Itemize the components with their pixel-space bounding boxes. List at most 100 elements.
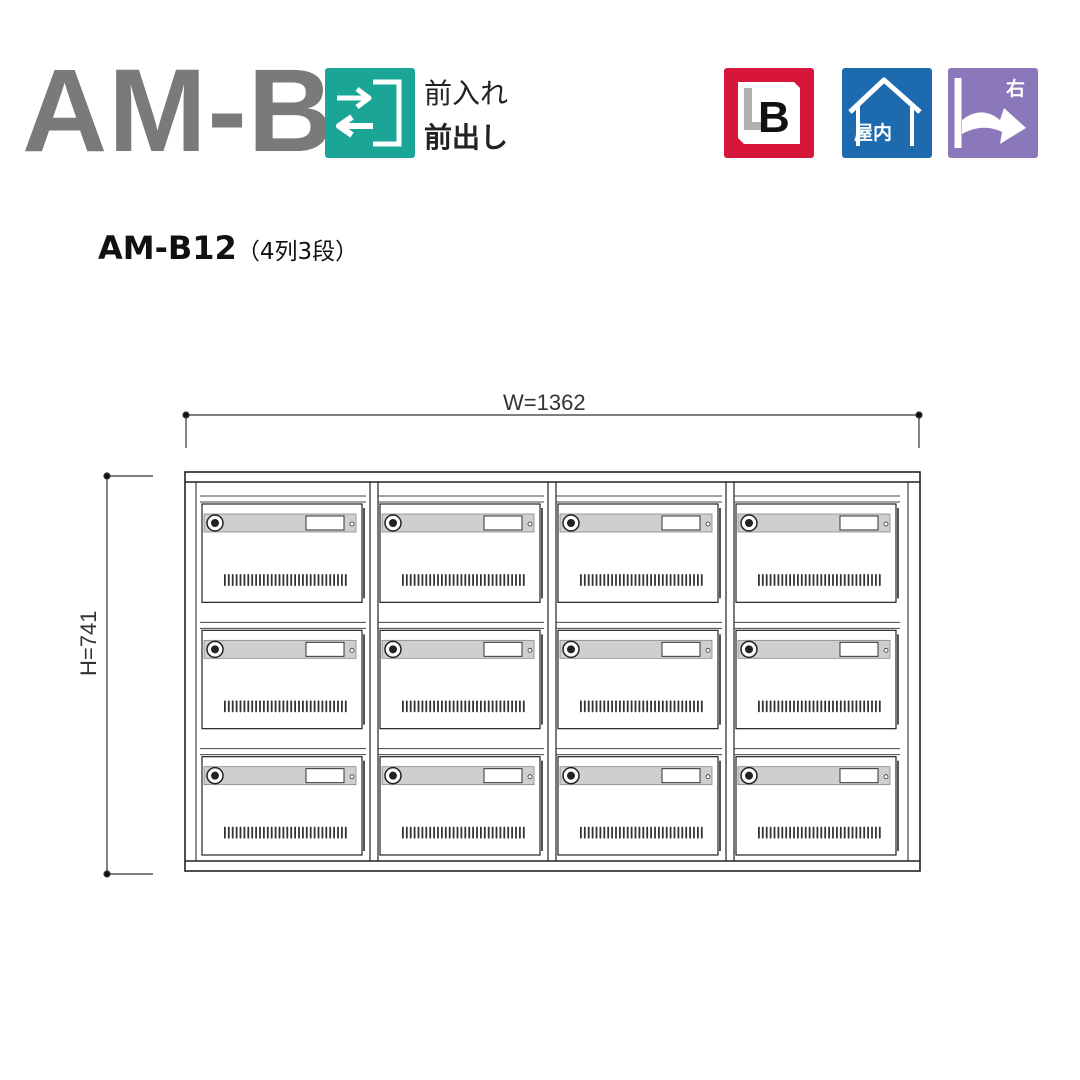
dial-lock-center xyxy=(745,645,753,654)
vent-slot xyxy=(591,574,594,586)
vent-slot xyxy=(329,574,332,586)
vent-slot xyxy=(607,700,610,713)
vent-slot xyxy=(622,700,625,713)
vent-slot xyxy=(437,700,439,713)
vent-slot xyxy=(341,700,343,713)
vent-slot xyxy=(599,700,602,713)
vent-slot xyxy=(302,700,304,713)
vent-slot xyxy=(468,826,471,839)
vent-slot xyxy=(329,700,332,713)
vent-slot xyxy=(337,574,339,586)
vent-slot xyxy=(591,700,594,713)
vent-slot xyxy=(820,700,823,713)
vent-slot xyxy=(441,826,443,839)
door-screw xyxy=(705,647,711,653)
vent-slot xyxy=(325,700,328,713)
dial-lock-center xyxy=(567,771,575,780)
vent-slot xyxy=(235,574,238,586)
vent-slot xyxy=(580,826,582,839)
vent-slot xyxy=(298,574,300,586)
vent-slot xyxy=(871,826,873,839)
vent-slot xyxy=(607,826,610,839)
vent-slot xyxy=(444,826,447,839)
vent-slot xyxy=(626,826,629,839)
vent-slot xyxy=(777,700,780,713)
vent-slot xyxy=(669,826,672,839)
vent-slot xyxy=(413,826,416,839)
feature-label-front-insert: 前入れ xyxy=(424,77,509,110)
vent-slot xyxy=(337,826,339,839)
vent-slot xyxy=(317,700,320,713)
dial-lock-center xyxy=(211,645,219,654)
vent-slot xyxy=(630,700,633,713)
vent-slot xyxy=(789,826,791,839)
vent-slot xyxy=(480,826,482,839)
house-icon xyxy=(848,77,922,146)
vent-slot xyxy=(634,574,637,586)
vent-slot xyxy=(828,574,830,586)
vent-slot xyxy=(665,826,668,839)
vent-slot xyxy=(650,574,652,586)
vent-slot xyxy=(290,574,293,586)
vent-slot xyxy=(685,826,688,839)
vent-slot xyxy=(642,574,645,586)
vent-slot xyxy=(693,700,695,713)
vent-slot xyxy=(464,826,467,839)
vent-slot xyxy=(808,826,811,839)
vent-slot xyxy=(405,826,408,839)
vent-slot xyxy=(800,826,803,839)
vent-slot xyxy=(697,826,699,839)
vent-slot xyxy=(444,700,447,713)
vent-slot xyxy=(797,574,799,586)
vent-slot xyxy=(777,574,780,586)
vent-slot xyxy=(836,700,838,713)
vent-slot xyxy=(224,826,226,839)
vent-slot xyxy=(483,700,486,713)
vent-slot xyxy=(650,700,652,713)
vent-slot xyxy=(843,700,846,713)
vent-slot xyxy=(480,574,482,586)
vent-slot xyxy=(634,700,637,713)
name-card xyxy=(839,768,879,784)
vent-slot xyxy=(409,574,412,586)
vent-slot xyxy=(587,826,590,839)
vent-slot xyxy=(231,574,234,586)
door-screw xyxy=(349,521,355,527)
name-card xyxy=(305,768,345,784)
series-title: AM-B xyxy=(22,45,335,177)
vent-slot xyxy=(697,700,699,713)
dial-lock-center xyxy=(567,645,575,654)
vent-slot xyxy=(519,700,521,713)
vent-slot xyxy=(700,826,703,839)
vent-slot xyxy=(333,574,335,586)
vent-slot xyxy=(812,826,815,839)
vent-slot xyxy=(227,574,230,586)
vent-slot xyxy=(421,700,424,713)
door-screw xyxy=(349,647,355,653)
vent-slot xyxy=(224,700,226,713)
name-card xyxy=(661,641,701,657)
vent-slot xyxy=(491,700,494,713)
vent-slot xyxy=(429,574,432,586)
vent-slot xyxy=(634,826,637,839)
vent-slot xyxy=(286,700,289,713)
vent-slot xyxy=(669,574,672,586)
vent-slot xyxy=(433,700,435,713)
vent-slot xyxy=(286,574,289,586)
vent-slot xyxy=(871,700,873,713)
vent-slot xyxy=(515,574,517,586)
right-hinge-badge: 右 xyxy=(948,68,1038,158)
door-screw xyxy=(349,774,355,780)
vent-slot xyxy=(405,574,408,586)
vent-slot xyxy=(259,574,261,586)
vent-slot xyxy=(456,574,459,586)
vent-slot xyxy=(263,826,265,839)
vent-slot xyxy=(491,574,494,586)
vent-slot xyxy=(638,700,641,713)
vent-slot xyxy=(642,826,645,839)
vent-slot xyxy=(483,574,486,586)
vent-slot xyxy=(599,826,602,839)
vent-slot xyxy=(587,574,590,586)
vent-slot xyxy=(863,700,866,713)
vent-slot xyxy=(781,826,784,839)
